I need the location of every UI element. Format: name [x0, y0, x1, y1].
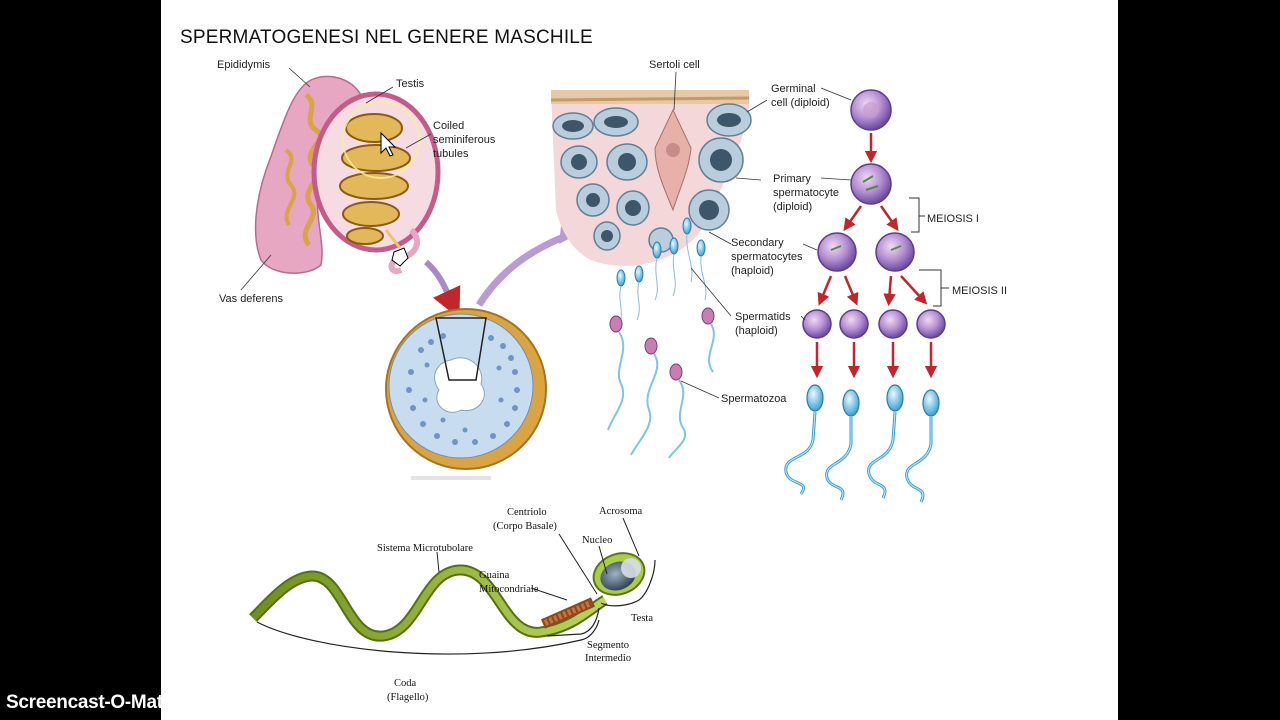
sertoli-cell: [654, 108, 692, 212]
label-vas-deferens: Vas deferens: [219, 293, 284, 305]
label-flagello: (Flagello): [387, 692, 429, 703]
label-intermedio: Intermedio: [585, 653, 631, 664]
label-primary-diploid: (diploid): [773, 201, 812, 213]
label-segmento: Segmento: [587, 640, 629, 651]
tubule-coil-epididymis-2: [284, 148, 297, 227]
arrow-to-tubule-wall: [476, 232, 568, 307]
label-coiled: Coiled: [433, 120, 464, 132]
label-guaina: Guaina: [479, 570, 510, 581]
label-tubules: tubules: [433, 148, 469, 160]
label-germinal-diploid: cell (diploid): [771, 97, 830, 109]
mature-sperm: [784, 384, 940, 503]
label-nucleo: Nucleo: [582, 535, 612, 546]
label-secondary-haploid: (haploid): [731, 265, 774, 277]
coiled-tubules: [339, 113, 411, 245]
label-primary: Primary: [773, 173, 811, 185]
label-meiosis-2: MEIOSIS II: [952, 285, 1007, 297]
secondary-spermatocyte-1: [817, 232, 857, 272]
primary-spermatocyte: [850, 163, 892, 205]
label-spermatids: Spermatids: [735, 311, 791, 323]
sperm-acrosome: [621, 558, 641, 578]
label-coda: Coda: [394, 678, 417, 689]
slide: SPERMATOGENESI NEL GENERE MASCHILE: [161, 0, 1118, 720]
label-sistema-microtubolare: Sistema Microtubolare: [377, 543, 473, 554]
spermatozoa-cluster: [607, 307, 715, 459]
label-mitocondriale: Mitocondriale: [479, 584, 539, 595]
tubule-wall: Sertoli cell: [550, 59, 787, 459]
label-spermatocytes: spermatocytes: [731, 251, 803, 263]
hand-cursor-icon: [391, 247, 409, 267]
label-spermatocyte: spermatocyte: [773, 187, 839, 199]
label-germinal: Germinal: [771, 83, 816, 95]
label-testis: Testis: [396, 78, 425, 90]
spermatogenesis-diagram: Epididymis Testis Coiled seminiferous tu…: [217, 59, 1007, 703]
label-secondary: Secondary: [731, 237, 784, 249]
label-epididymis: Epididymis: [217, 59, 271, 71]
cell-division-tree: Germinal cell (diploid) Primary spermato…: [690, 83, 1007, 503]
label-corpo-basale: (Corpo Basale): [493, 521, 557, 532]
label-centriolo: Centriolo: [507, 507, 547, 518]
label-spermatids-haploid: (haploid): [735, 325, 778, 337]
spermatid-cells: [802, 309, 946, 339]
label-meiosis-1: MEIOSIS I: [927, 213, 979, 225]
secondary-spermatocyte-2: [875, 232, 915, 272]
tubule-cross-section: [385, 308, 547, 480]
label-spermatozoa: Spermatozoa: [721, 393, 787, 405]
testis-illustration: Epididymis Testis Coiled seminiferous tu…: [217, 59, 496, 305]
cursor-icon: [380, 131, 397, 157]
wall-spermatids: [616, 217, 707, 327]
slide-title: SPERMATOGENESI NEL GENERE MASCHILE: [180, 27, 593, 48]
label-testa: Testa: [631, 613, 653, 624]
label-sertoli: Sertoli cell: [649, 59, 700, 71]
sperm-anatomy: Centriolo (Corpo Basale) Acrosoma Nucleo…: [249, 506, 656, 703]
screencast-watermark: Screencast-O-Matic.com: [6, 692, 222, 713]
arrow-to-cross-section: [423, 259, 461, 319]
label-acrosoma: Acrosoma: [599, 506, 642, 517]
label-seminiferous: seminiferous: [433, 134, 496, 146]
